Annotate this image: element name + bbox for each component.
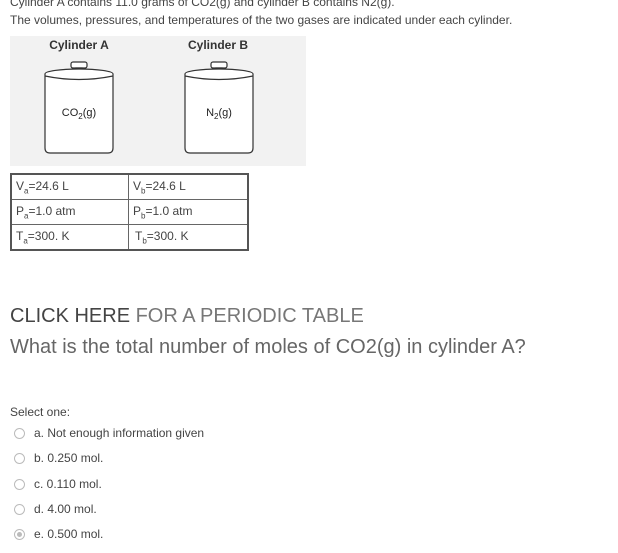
table-cell: Tb=300. K bbox=[128, 224, 249, 251]
gas-conditions-table: Va=24.6 L Vb=24.6 L Pa=1.0 atm Pb=1.0 at… bbox=[10, 173, 249, 251]
select-one-label: Select one: bbox=[10, 405, 71, 419]
answer-option-c[interactable]: c. 0.110 mol. bbox=[14, 477, 102, 491]
cylinder-b-drawing bbox=[184, 61, 254, 154]
table-cell: Va=24.6 L bbox=[10, 173, 129, 200]
radio-button[interactable] bbox=[14, 528, 25, 540]
radio-button[interactable] bbox=[14, 427, 25, 439]
answer-option-e[interactable]: e. 0.500 mol. bbox=[14, 527, 103, 541]
table-row: Ta=300. K Tb=300. K bbox=[10, 224, 249, 251]
answer-option-b[interactable]: b. 0.250 mol. bbox=[14, 451, 103, 465]
cylinder-a-drawing bbox=[44, 61, 114, 154]
cylinders-figure: Cylinder A Cylinder B CO2(g) N2(g) bbox=[10, 36, 306, 166]
answer-option-a[interactable]: a. Not enough information given bbox=[14, 426, 204, 440]
periodic-table-link-rest[interactable]: FOR A PERIODIC TABLE bbox=[130, 305, 364, 327]
option-label[interactable]: c. 0.110 mol. bbox=[34, 477, 102, 491]
option-label[interactable]: e. 0.500 mol. bbox=[34, 527, 104, 541]
option-label[interactable]: b. 0.250 mol. bbox=[34, 451, 104, 465]
table-cell: Ta=300. K bbox=[10, 224, 129, 251]
intro-line-1: Cylinder A contains 11.0 grams of CO2(g)… bbox=[10, 0, 395, 9]
periodic-table-line: CLICK HERE FOR A PERIODIC TABLE bbox=[10, 305, 364, 328]
table-cell: Pb=1.0 atm bbox=[128, 199, 249, 225]
question-text: What is the total number of moles of CO2… bbox=[10, 336, 526, 358]
radio-button[interactable] bbox=[14, 452, 25, 464]
option-label[interactable]: d. 4.00 mol. bbox=[34, 502, 97, 516]
cylinder-a-label: Cylinder A bbox=[49, 38, 109, 52]
radio-button[interactable] bbox=[14, 478, 25, 490]
gas-label-b: N2(g) bbox=[206, 107, 232, 122]
gas-label-a: CO2(g) bbox=[61, 107, 97, 122]
periodic-table-link[interactable]: CLICK HERE bbox=[10, 305, 131, 327]
table-cell: Vb=24.6 L bbox=[128, 173, 249, 200]
table-row: Pa=1.0 atm Pb=1.0 atm bbox=[10, 199, 249, 225]
option-label[interactable]: a. Not enough information given bbox=[34, 426, 205, 440]
radio-button[interactable] bbox=[14, 503, 25, 515]
cylinders-drawing bbox=[44, 61, 254, 154]
table-cell: Pa=1.0 atm bbox=[10, 199, 129, 225]
cylinder-b-label: Cylinder B bbox=[187, 38, 248, 52]
table-row: Va=24.6 L Vb=24.6 L bbox=[10, 173, 249, 200]
intro-line-2: The volumes, pressures, and temperatures… bbox=[10, 13, 513, 27]
answer-option-d[interactable]: d. 4.00 mol. bbox=[14, 502, 97, 516]
